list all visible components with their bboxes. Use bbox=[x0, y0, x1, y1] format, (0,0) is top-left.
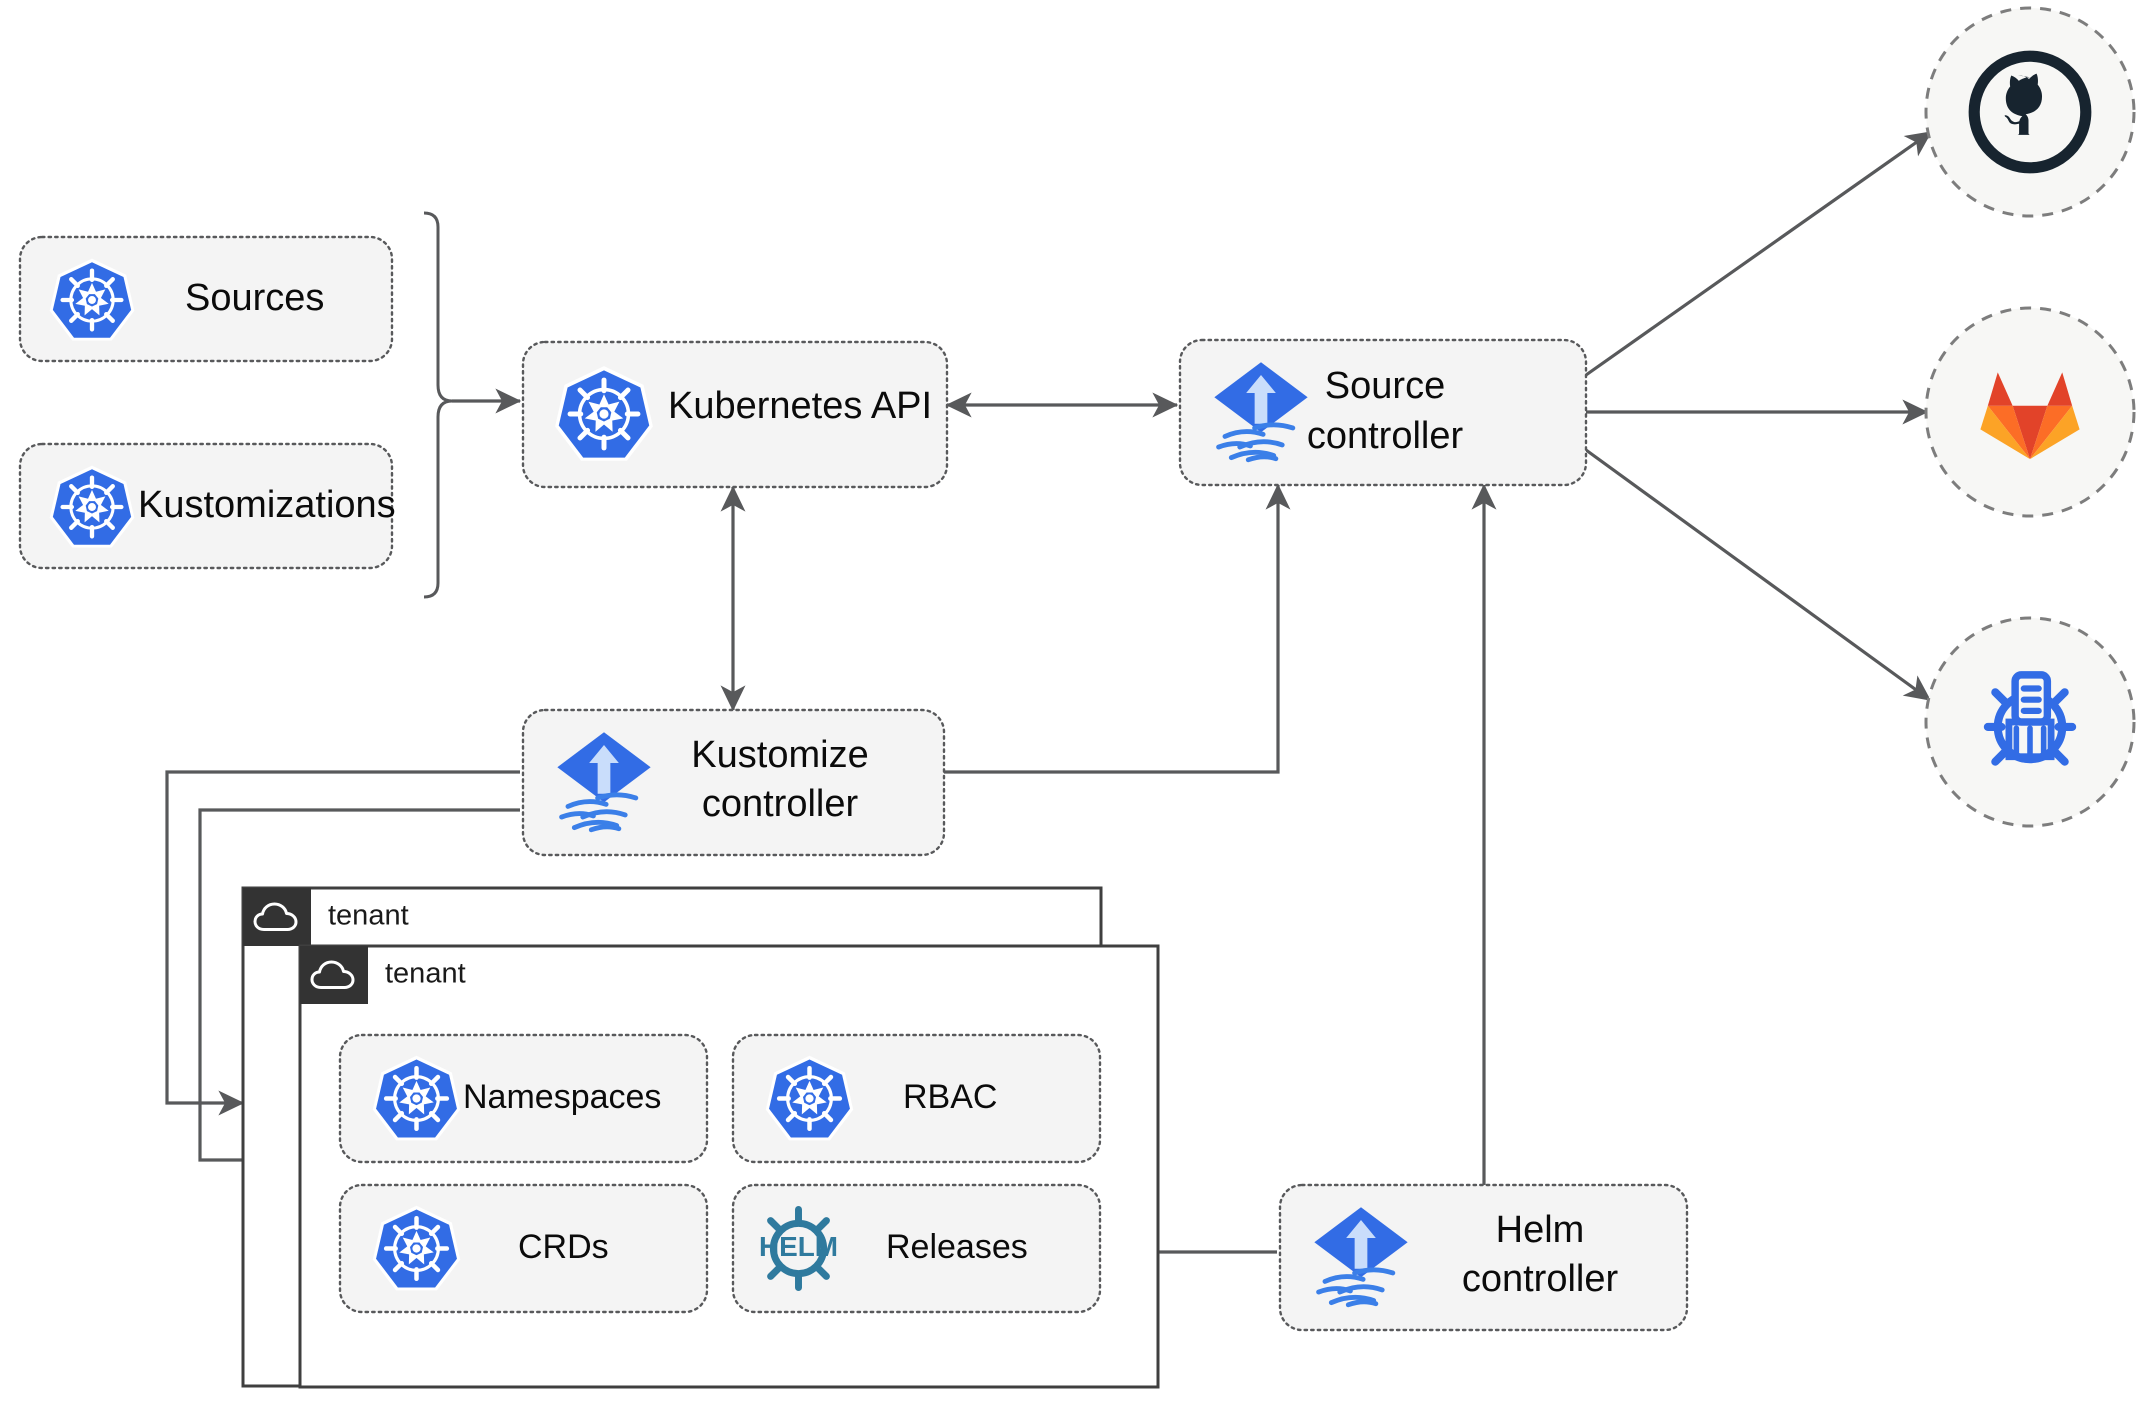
tenant-tab-inner bbox=[300, 946, 368, 1004]
node-label-kustomize-controller-line2: controller bbox=[702, 783, 859, 825]
tenant-resource-releases[interactable]: Releases bbox=[731, 1183, 1102, 1314]
tenant-resource-label-crds: CRDs bbox=[518, 1228, 609, 1266]
node-source-controller[interactable]: Source controller bbox=[1178, 338, 1588, 487]
tenant-label-outer: tenant bbox=[328, 900, 409, 932]
resource-sources[interactable]: Sources bbox=[18, 235, 394, 363]
tenant-resource-crds[interactable]: CRDs bbox=[338, 1183, 709, 1314]
tenant-tab-outer bbox=[243, 888, 311, 946]
node-label-kubernetes-api: Kubernetes API bbox=[668, 385, 932, 427]
tenant-resource-namespaces[interactable]: Namespaces bbox=[338, 1033, 709, 1164]
node-kubernetes-api[interactable]: Kubernetes API bbox=[521, 340, 949, 489]
tenant-inner[interactable]: tenant bbox=[298, 944, 1160, 1389]
node-helm-controller[interactable]: Helm controller bbox=[1278, 1183, 1689, 1332]
repo-gitlab[interactable] bbox=[1924, 306, 2136, 518]
node-label-source-controller-line1: Source bbox=[1325, 365, 1445, 407]
edge-kustomize-controller-source-controller bbox=[944, 483, 1291, 774]
tenant-resource-label-namespaces: Namespaces bbox=[463, 1078, 661, 1116]
edge-source-controller-oci bbox=[1585, 448, 1932, 702]
edge-layer bbox=[165, 130, 1933, 1265]
tenant-resource-rbac[interactable]: RBAC bbox=[731, 1033, 1102, 1164]
repo-oci-registry[interactable] bbox=[1924, 616, 2136, 828]
tenant-label-inner: tenant bbox=[385, 958, 466, 990]
node-label-kustomize-controller-line1: Kustomize bbox=[691, 734, 868, 776]
node-kustomize-controller[interactable]: Kustomize controller bbox=[521, 708, 946, 857]
tenant-resource-label-releases: Releases bbox=[886, 1228, 1028, 1266]
node-label-helm-controller-line2: controller bbox=[1462, 1258, 1619, 1300]
edge-source-controller-github bbox=[1585, 130, 1933, 377]
node-label-helm-controller-line1: Helm bbox=[1496, 1209, 1585, 1251]
repo-github[interactable] bbox=[1924, 6, 2136, 218]
resource-label-kustomizations: Kustomizations bbox=[138, 484, 396, 526]
resource-kustomizations[interactable]: Kustomizations bbox=[18, 442, 396, 570]
resource-label-sources: Sources bbox=[185, 277, 324, 319]
tenant-resource-label-rbac: RBAC bbox=[903, 1078, 997, 1116]
edge-kustomize-controller-tenant-outer bbox=[165, 770, 520, 1116]
node-label-source-controller-line2: controller bbox=[1307, 415, 1464, 457]
helm-icon bbox=[759, 1209, 838, 1287]
resources-brace bbox=[423, 211, 453, 599]
